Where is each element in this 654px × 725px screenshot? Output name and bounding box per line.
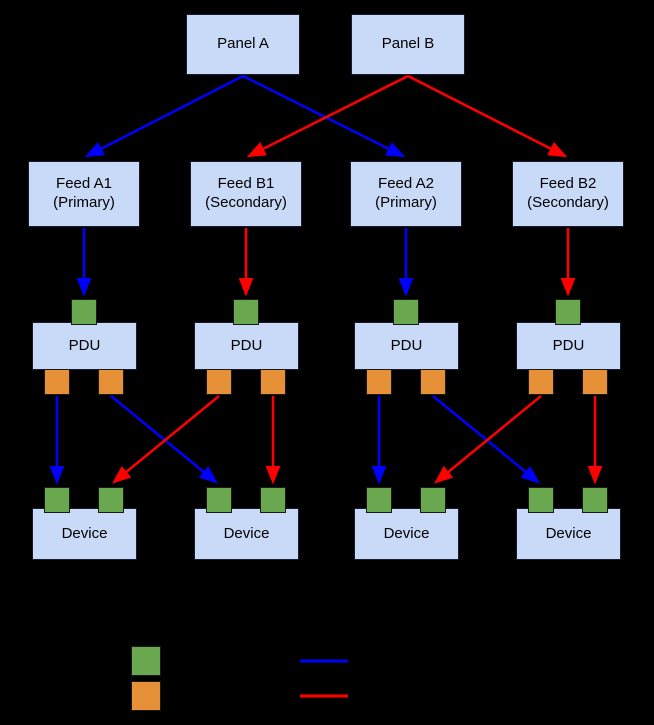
pdu-3-output-port-right bbox=[420, 369, 446, 395]
feed-a2-name: Feed A2 bbox=[378, 175, 434, 193]
device-2-box: Device bbox=[194, 508, 299, 560]
device-3-input-port-left bbox=[366, 487, 392, 513]
pdu-3-input-port bbox=[393, 299, 419, 325]
feed-b2-box: Feed B2 (Secondary) bbox=[512, 161, 624, 227]
feed-a2-box: Feed A2 (Primary) bbox=[350, 161, 462, 227]
pdu-2-label: PDU bbox=[230, 336, 263, 354]
feed-b1-role: (Secondary) bbox=[205, 194, 287, 211]
pdu-2-output-port-left bbox=[206, 369, 232, 395]
panel-b-box: Panel B bbox=[351, 14, 465, 75]
panel-a-label: Panel A bbox=[217, 35, 269, 53]
pdu-1-input-port bbox=[71, 299, 97, 325]
feed-a2-role: (Primary) bbox=[375, 194, 437, 211]
feed-b2-role: (Secondary) bbox=[527, 194, 609, 211]
pdu-2-input-port bbox=[233, 299, 259, 325]
device-1-input-port-left bbox=[44, 487, 70, 513]
pdu-4-input-port bbox=[555, 299, 581, 325]
legend-output-port-swatch bbox=[131, 681, 161, 711]
feed-a1-role: (Primary) bbox=[53, 194, 115, 211]
feed-b1-name: Feed B1 bbox=[217, 175, 275, 193]
feed-b1-box: Feed B1 (Secondary) bbox=[190, 161, 302, 227]
pdu-4-box: PDU bbox=[516, 322, 621, 370]
device-4-input-port-right bbox=[582, 487, 608, 513]
primary-arrow-pdu3-device4 bbox=[432, 395, 540, 484]
primary-arrow-panelA-feedA1 bbox=[84, 74, 244, 158]
secondary-arrow-pdu2-device1 bbox=[112, 395, 220, 484]
pdu-4-output-port-right bbox=[582, 369, 608, 395]
device-4-input-port-left bbox=[528, 487, 554, 513]
pdu-1-output-port-right bbox=[98, 369, 124, 395]
secondary-arrow-panelB-feedB1 bbox=[246, 74, 409, 158]
panel-a-box: Panel A bbox=[186, 14, 300, 75]
pdu-2-output-port-right bbox=[260, 369, 286, 395]
pdu-4-output-port-left bbox=[528, 369, 554, 395]
pdu-3-output-port-left bbox=[366, 369, 392, 395]
device-3-label: Device bbox=[383, 524, 430, 542]
feed-a1-name: Feed A1 bbox=[56, 175, 112, 193]
secondary-arrow-pdu4-device3 bbox=[434, 395, 542, 484]
device-1-input-port-right bbox=[98, 487, 124, 513]
secondary-arrow-panelB-feedB2 bbox=[407, 74, 568, 158]
pdu-1-label: PDU bbox=[68, 336, 101, 354]
device-3-box: Device bbox=[354, 508, 459, 560]
primary-arrow-pdu1-device2 bbox=[110, 395, 218, 484]
pdu-1-output-port-left bbox=[44, 369, 70, 395]
feed-b2-name: Feed B2 bbox=[539, 175, 597, 193]
pdu-3-box: PDU bbox=[354, 322, 459, 370]
legend-input-port-swatch bbox=[131, 646, 161, 676]
device-2-input-port-left bbox=[206, 487, 232, 513]
device-1-box: Device bbox=[32, 508, 137, 560]
device-4-label: Device bbox=[545, 524, 592, 542]
panel-b-label: Panel B bbox=[381, 35, 435, 53]
device-2-input-port-right bbox=[260, 487, 286, 513]
primary-arrow-panelA-feedA2 bbox=[242, 74, 406, 158]
device-4-box: Device bbox=[516, 508, 621, 560]
pdu-2-box: PDU bbox=[194, 322, 299, 370]
feed-a1-box: Feed A1 (Primary) bbox=[28, 161, 140, 227]
device-2-label: Device bbox=[223, 524, 270, 542]
pdu-3-label: PDU bbox=[390, 336, 423, 354]
pdu-1-box: PDU bbox=[32, 322, 137, 370]
device-3-input-port-right bbox=[420, 487, 446, 513]
device-1-label: Device bbox=[61, 524, 108, 542]
pdu-4-label: PDU bbox=[552, 336, 585, 354]
